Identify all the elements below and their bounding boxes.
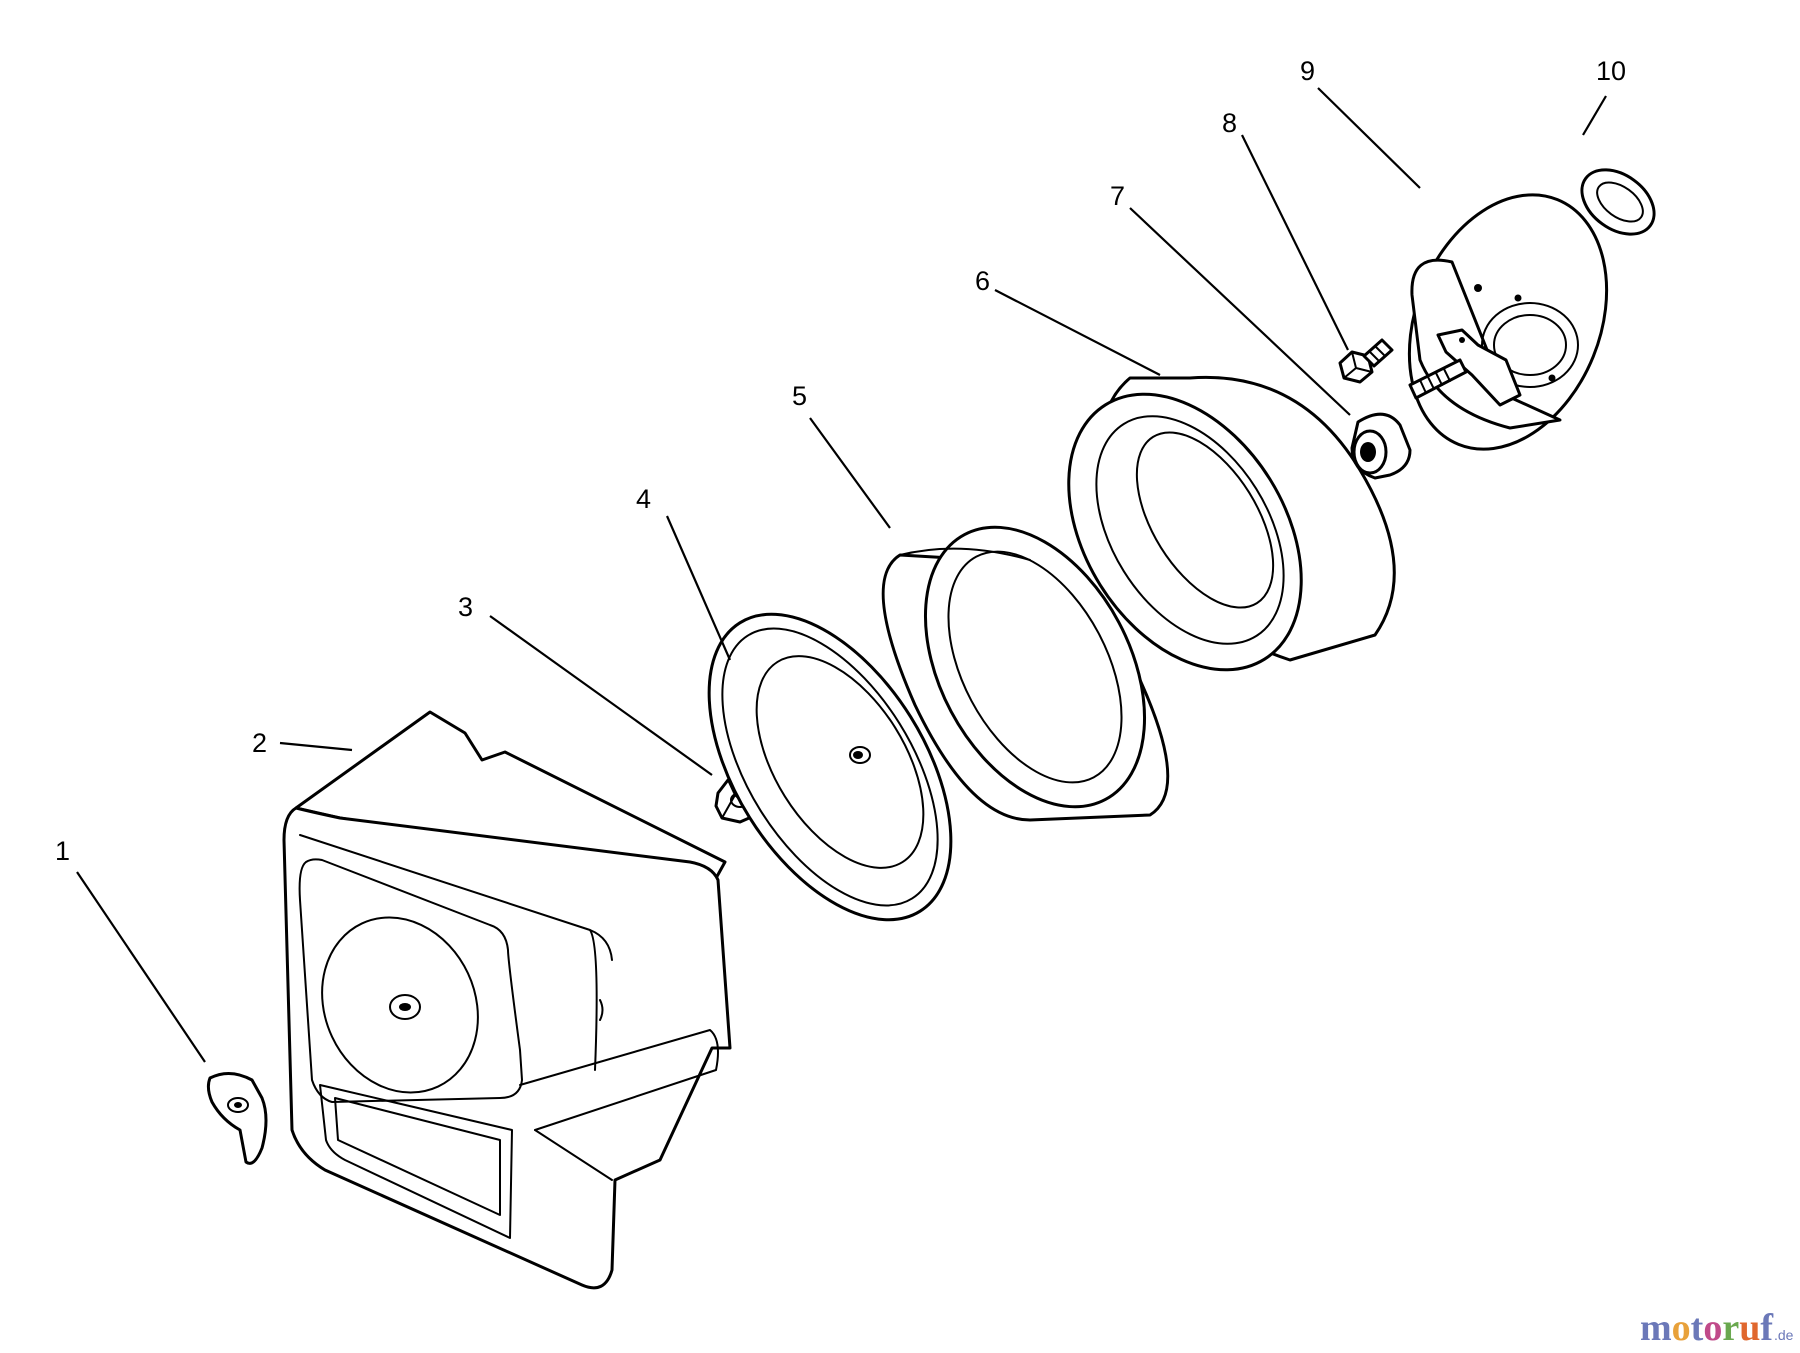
callout-1: 1 [55, 836, 70, 866]
callout-4: 4 [636, 484, 651, 514]
wm-m: m [1640, 1307, 1672, 1349]
callout-10: 10 [1596, 56, 1626, 86]
part-6-paper-filter [1067, 375, 1396, 672]
part-7-spacer [1350, 412, 1412, 480]
leader-lines [76, 87, 1607, 1063]
part-9-back-plate [1407, 193, 1609, 451]
leader-9 [1317, 87, 1421, 189]
svg-text:.de: .de [1774, 1327, 1794, 1343]
leader-1 [76, 871, 206, 1063]
leader-6 [994, 289, 1161, 376]
leader-5 [809, 417, 891, 529]
leader-10 [1582, 95, 1607, 136]
leader-7 [1129, 207, 1351, 416]
callout-9: 9 [1300, 56, 1315, 86]
part-8-bolt [1338, 338, 1394, 384]
part-4-base-plate [707, 612, 953, 922]
callout-3: 3 [458, 592, 473, 622]
leader-8 [1241, 134, 1349, 351]
part-2-air-cleaner-cover [282, 710, 732, 1290]
callout-5: 5 [792, 381, 807, 411]
leader-4 [665, 515, 732, 661]
callout-labels: 1 2 3 4 5 6 7 8 9 10 [55, 56, 1626, 866]
leader-3 [489, 615, 713, 776]
watermark-logo: motoruf .de [1640, 1307, 1794, 1349]
leader-2 [279, 741, 353, 752]
callout-8: 8 [1222, 108, 1237, 138]
part-1-wing-nut [206, 1072, 268, 1165]
part-5-foam-prefilter [881, 525, 1170, 822]
callout-7: 7 [1110, 181, 1125, 211]
callout-6: 6 [975, 266, 990, 296]
callout-2: 2 [252, 728, 267, 758]
part-10-gasket [1580, 168, 1656, 236]
svg-text:motoruf: motoruf [1640, 1307, 1774, 1349]
